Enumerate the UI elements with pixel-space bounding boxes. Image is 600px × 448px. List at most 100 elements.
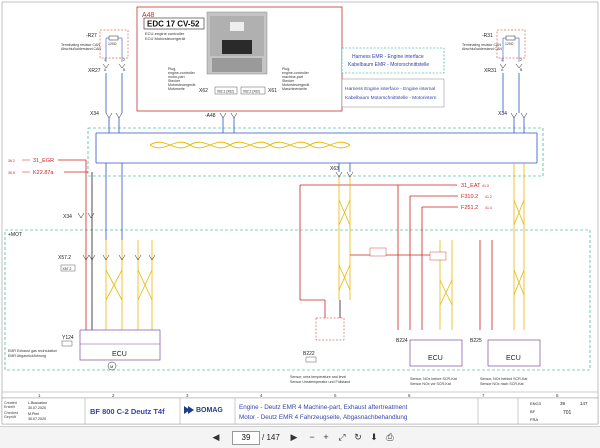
svg-text:Harness Engine interface - Eng: Harness Engine interface - Engine intern…: [345, 86, 435, 92]
x57-tag: X57.2: [63, 267, 72, 271]
svg-text:41.2: 41.2: [485, 195, 492, 199]
svg-text:Created: Created: [4, 401, 17, 405]
ecu-ref-label: A48: [142, 12, 155, 19]
svg-text:4: 4: [260, 393, 263, 398]
svg-text:ECU: ECU: [428, 355, 443, 362]
x34-left2-label: X34: [63, 214, 72, 220]
svg-text:31_EAT: 31_EAT: [461, 183, 481, 189]
svg-text:2: 2: [123, 58, 125, 62]
svg-text:41.3: 41.3: [482, 184, 489, 188]
x34-right-label: X34: [498, 111, 507, 117]
svg-text:L.Buscarino: L.Buscarino: [28, 401, 47, 405]
svg-text:Engine - Deutz EMR 4 Machine-p: Engine - Deutz EMR 4 Machine-part, Exhau…: [239, 404, 408, 411]
title-block: Created Erstellt L.Buscarino 30.07.2020 …: [1, 397, 599, 425]
x62-label: X62: [199, 88, 208, 94]
x62-tag-left: X62.1 (X62): [217, 90, 234, 94]
svg-text:Plug,: Plug,: [282, 67, 290, 71]
x62-tag-right: X62.2 (X62): [243, 90, 260, 94]
x61-label: X61: [268, 88, 277, 94]
svg-text:1: 1: [501, 58, 503, 62]
rotate-icon[interactable]: ↻: [354, 432, 362, 442]
ecu-module-box: A48 EDC 17 CV-52 ECU-engine controller E…: [136, 6, 343, 112]
svg-text:120Ω: 120Ω: [108, 42, 117, 46]
x57-label: X57.2: [58, 255, 71, 261]
bomag-brand: BOMAG: [196, 407, 223, 414]
right-signals: 31_EAT 41.3 F310.2 41.2 F251.2 41.4: [398, 183, 492, 211]
svg-text:A: A: [501, 68, 504, 72]
svg-text:ENG3: ENG3: [530, 401, 542, 406]
svg-text:motor-part: motor-part: [168, 75, 185, 79]
zoom-in-icon[interactable]: +: [323, 432, 329, 442]
svg-text:Kabelbaum EMR - Motorschnittst: Kabelbaum EMR - Motorschnittstelle: [348, 62, 429, 68]
svg-text:Terminating resistor CAN: Terminating resistor CAN: [462, 43, 501, 47]
svg-text:engine-controller: engine-controller: [168, 71, 196, 75]
harness-boundary: [4, 127, 591, 371]
svg-text:7: 7: [482, 393, 485, 398]
svg-text:3: 3: [186, 393, 189, 398]
plug-left-desc: Plug, engine-controller motor-part Steck…: [168, 67, 196, 91]
print-icon[interactable]: ⎙: [386, 432, 394, 442]
page-number-input[interactable]: 39: [232, 431, 260, 445]
svg-text:Motorseite: Motorseite: [168, 87, 185, 91]
svg-text:Motorsteuergerät: Motorsteuergerät: [282, 83, 309, 87]
svg-text:Plug,: Plug,: [168, 67, 176, 71]
svg-text:K22.87a: K22.87a: [33, 170, 54, 176]
svg-text:XR31: XR31: [484, 68, 497, 74]
left-group-wires: [85, 160, 153, 330]
svg-text:41.4: 41.4: [485, 206, 492, 210]
svg-text:Motorsteuergerät: Motorsteuergerät: [168, 83, 195, 87]
svg-text:Terminating resistor CAN: Terminating resistor CAN: [61, 43, 100, 47]
harness-legend: Harness EMR - Engine interface Kabelbaum…: [341, 47, 445, 108]
download-icon[interactable]: ⬇: [370, 432, 378, 442]
svg-text:B: B: [123, 68, 126, 72]
svg-text:F251.2: F251.2: [461, 205, 478, 211]
x34-left-label: X34: [90, 111, 99, 117]
svg-text:-R31: -R31: [482, 33, 493, 39]
svg-text:Abschlußwiderstand CAN: Abschlußwiderstand CAN: [462, 47, 502, 51]
svg-text:Maschinenseite: Maschinenseite: [282, 87, 307, 91]
svg-text:Sensor, NOx before SCR-Kat: Sensor, NOx before SCR-Kat: [410, 377, 457, 381]
svg-text:31_EGR: 31_EGR: [33, 158, 54, 164]
fit-page-icon[interactable]: ⤢: [338, 432, 346, 442]
svg-text:Sensor, urea temperature and l: Sensor, urea temperature and level: [290, 375, 346, 379]
svg-text:ECU: ECU: [112, 351, 127, 358]
a48-label: -A48: [205, 113, 216, 119]
svg-text:A: A: [104, 68, 107, 72]
svg-text:Harness EMR - Engine interface: Harness EMR - Engine interface: [352, 54, 424, 60]
svg-text:BF 800 C-2 Deutz T4f: BF 800 C-2 Deutz T4f: [90, 407, 165, 416]
ecu-desc-en: ECU-engine controller: [145, 31, 185, 36]
svg-text:Stecker: Stecker: [168, 79, 181, 83]
emr-exhaust-en: EMR Exhaust gas recirculation: [8, 349, 57, 353]
svg-text:BF: BF: [530, 409, 536, 414]
svg-text:5: 5: [334, 393, 337, 398]
next-page-button[interactable]: ▶: [290, 432, 298, 442]
svg-text:39: 39: [560, 401, 566, 406]
svg-text:Abschlußwiderstand CAN: Abschlußwiderstand CAN: [61, 47, 101, 51]
svg-text:701: 701: [563, 410, 572, 416]
svg-text:F310.2: F310.2: [461, 194, 478, 200]
svg-text:Motor - Deutz EMR 4 Fahrzeugse: Motor - Deutz EMR 4 Fahrzeugseite, Abgas…: [239, 414, 408, 421]
ecu-left-block: ECU M: [79, 329, 161, 371]
x63-label: X63: [330, 166, 339, 172]
svg-text:36.5: 36.5: [8, 171, 15, 175]
bomag-logo-icon: BOMAG: [184, 406, 223, 414]
svg-text:B225: B225: [470, 338, 482, 344]
y124-label: Y124: [62, 335, 74, 341]
mot-label: +MOT: [8, 232, 22, 238]
svg-text:30.07.2020: 30.07.2020: [28, 406, 46, 410]
svg-text:Checked: Checked: [4, 411, 18, 415]
svg-text:ECU: ECU: [506, 355, 521, 362]
emr-exhaust-de: EMR Abgasrückführung: [8, 354, 46, 358]
plug-right-desc: Plug, engine-controller machine-part Ste…: [282, 67, 310, 91]
viewer-toolbar: ◀ 39 / 147 ▶ − + ⤢ ↻ ⬇ ⎙: [0, 426, 600, 448]
svg-text:30.07.2020: 30.07.2020: [28, 417, 46, 421]
svg-text:8: 8: [556, 393, 559, 398]
svg-text:36.2: 36.2: [8, 159, 15, 163]
svg-text:147: 147: [580, 401, 588, 406]
ecu-right-block: ECU B225 Sensor, NOx behind SCR-Kat Sens…: [470, 338, 541, 386]
prev-page-button[interactable]: ◀: [212, 432, 220, 442]
svg-text:6: 6: [408, 393, 411, 398]
terminating-resistor-left: -R27 Terminating resistor CAN Abschlußwi…: [61, 29, 129, 74]
svg-text:-R27: -R27: [86, 33, 97, 39]
zoom-out-icon[interactable]: −: [309, 432, 315, 442]
